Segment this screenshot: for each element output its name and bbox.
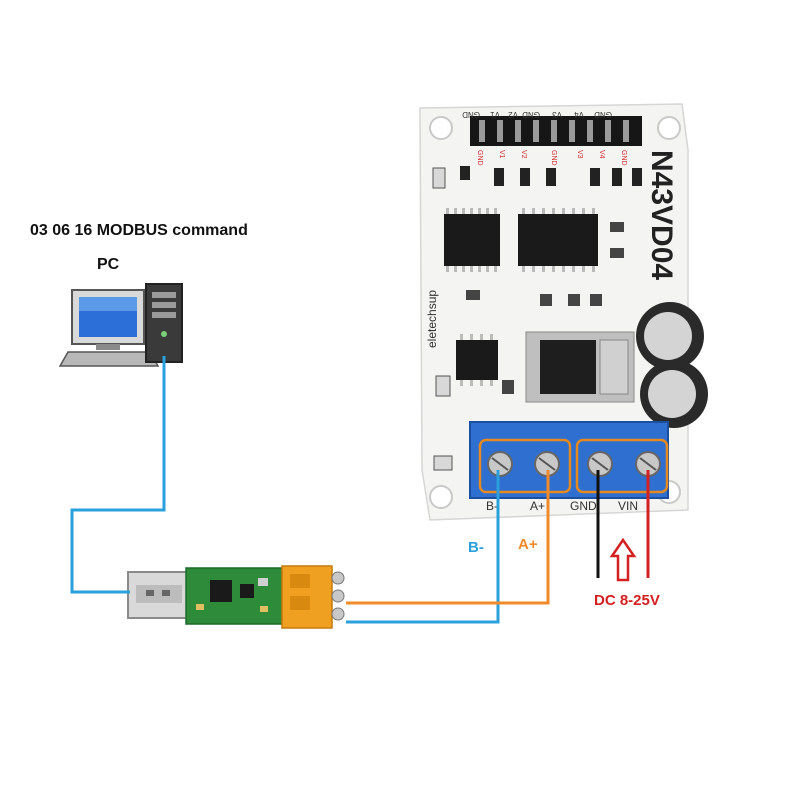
svg-text:V2: V2 xyxy=(520,150,527,159)
header-pin-label: GND xyxy=(522,110,540,119)
header-pin-label: V4 xyxy=(574,110,584,119)
electrolytic-capacitors xyxy=(636,302,708,428)
power-highlight-box xyxy=(575,438,669,494)
usb-cable xyxy=(70,356,166,594)
red-silk-marks: GND V1 V2 GND V3 V4 GND xyxy=(476,150,627,166)
svg-text:GND: GND xyxy=(476,150,483,166)
svg-text:V1: V1 xyxy=(498,150,505,159)
terminal-label: B- xyxy=(486,499,498,513)
header-pin-label: V1 xyxy=(490,110,500,119)
svg-text:V4: V4 xyxy=(598,150,605,159)
a-plus-wire xyxy=(346,470,550,605)
board-brand: eletechsup xyxy=(425,290,439,348)
modbus-command-label: 03 06 16 MODBUS command xyxy=(30,222,248,239)
ic-chips xyxy=(444,208,598,386)
header-pin-label: GND xyxy=(594,110,612,119)
dc-voltage-label: DC 8-25V xyxy=(594,592,660,609)
header-pin-label: GND xyxy=(462,110,480,119)
header-pin-label: V2 xyxy=(508,110,518,119)
a-plus-label: A+ xyxy=(518,536,538,553)
power-arrow-icon xyxy=(609,537,637,582)
voltage-regulator xyxy=(525,331,635,403)
svg-text:GND: GND xyxy=(550,150,557,166)
header-pin-label: V3 xyxy=(552,110,562,119)
svg-text:V3: V3 xyxy=(576,150,583,159)
pc-label: PC xyxy=(97,256,120,273)
terminal-labels: B- A+ GND VIN xyxy=(486,499,638,513)
usb-rs485-adapter xyxy=(127,565,345,629)
svg-text:GND: GND xyxy=(620,150,627,166)
pc-icon xyxy=(58,283,183,367)
board-model: N43VD04 xyxy=(645,150,678,280)
terminal-label: GND xyxy=(570,499,597,513)
rs485-highlight-box xyxy=(478,438,572,494)
pin-header xyxy=(470,116,642,146)
b-minus-wire xyxy=(346,470,500,624)
header-pin-labels: GND V1 V2 GND V3 V4 GND xyxy=(462,110,612,119)
terminal-label: A+ xyxy=(530,499,545,513)
smd-components xyxy=(432,166,642,471)
terminal-label: VIN xyxy=(618,499,638,513)
b-minus-label: B- xyxy=(468,539,484,556)
